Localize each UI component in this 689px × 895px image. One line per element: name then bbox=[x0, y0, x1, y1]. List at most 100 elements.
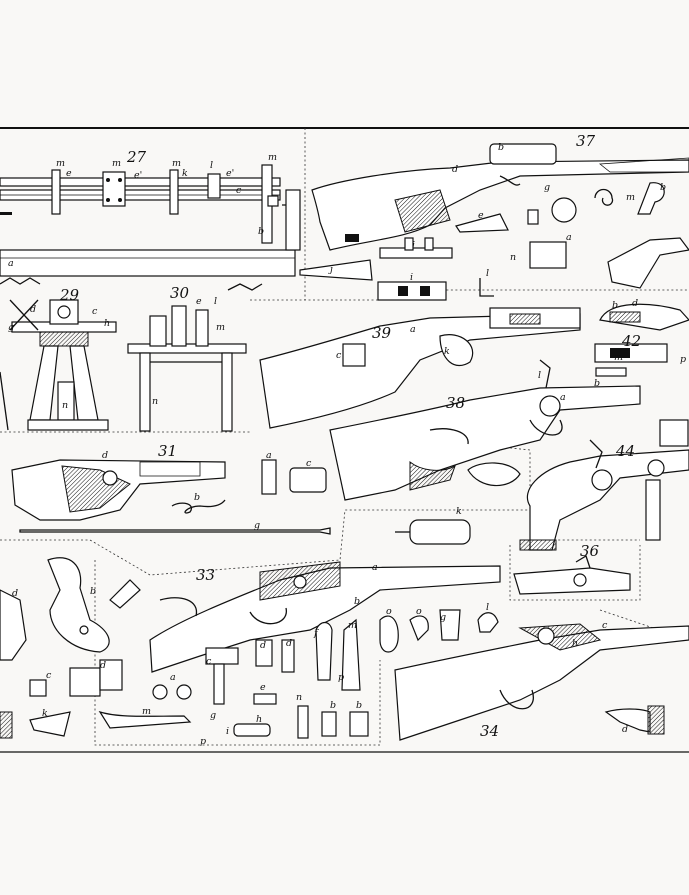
figure-label-31: 31 bbox=[158, 442, 177, 460]
part-letter-n: n bbox=[296, 692, 302, 703]
part-letter-c: c bbox=[602, 620, 608, 631]
part-letter-g: g bbox=[210, 710, 216, 721]
part-letter-b: b bbox=[498, 142, 504, 153]
part-letter-n: n bbox=[152, 396, 158, 407]
part-letter-c: c bbox=[92, 306, 98, 317]
part-letter-d: d bbox=[632, 298, 638, 309]
part-letter-i: i bbox=[410, 272, 413, 283]
part-letter-m: m bbox=[626, 192, 635, 203]
part-letter-b: b bbox=[194, 492, 200, 503]
part-letter-a: a bbox=[372, 562, 378, 573]
part-letter-p: p bbox=[338, 672, 344, 683]
figure-label-38: 38 bbox=[446, 394, 465, 412]
figure-42-lock-parts bbox=[594, 303, 689, 447]
part-letter-i: i bbox=[226, 726, 229, 737]
part-letter-h: h bbox=[104, 318, 110, 329]
part-letter-m: m bbox=[216, 322, 225, 333]
figure-label-27: 27 bbox=[126, 148, 147, 166]
part-letter-k: k bbox=[42, 708, 48, 719]
part-letter-d: d bbox=[260, 640, 266, 651]
part-letter-m: m bbox=[112, 158, 121, 169]
figure-label-39: 39 bbox=[372, 324, 392, 342]
figure-label-42: 42 bbox=[621, 332, 641, 350]
part-letter-n: n bbox=[62, 400, 68, 411]
part-letter-c: c bbox=[306, 458, 312, 469]
part-letter-c: c bbox=[336, 350, 342, 361]
figure-label-44: 44 bbox=[615, 442, 635, 460]
part-letter-b: b bbox=[258, 226, 264, 237]
part-letter-l: l bbox=[214, 296, 217, 307]
figure-27-rifling-bench bbox=[0, 164, 373, 291]
figure-39-musket bbox=[259, 307, 581, 429]
figure-31-lock-plate bbox=[11, 459, 331, 535]
mid-bottom-parts bbox=[152, 609, 499, 739]
part-letter-c: c bbox=[206, 656, 212, 667]
figure-34-musket bbox=[394, 623, 689, 741]
part-letter-o: o bbox=[416, 606, 422, 617]
figure-label-37: 37 bbox=[576, 132, 596, 150]
figure-label-29: 29 bbox=[59, 286, 80, 304]
part-letter-l: l bbox=[538, 370, 541, 381]
part-letter-o: o bbox=[386, 606, 392, 617]
part-letter-c: c bbox=[46, 670, 52, 681]
part-letter-m: m bbox=[172, 158, 181, 169]
part-letter-a: a bbox=[410, 324, 416, 335]
part-letter-m: m bbox=[56, 158, 65, 169]
part-letter-m: m bbox=[614, 352, 623, 363]
part-letter-g: g bbox=[440, 612, 446, 623]
part-letter-m: m bbox=[268, 152, 277, 163]
part-letter-h: h bbox=[256, 714, 262, 725]
part-letter-a: a bbox=[560, 392, 566, 403]
part-letter-j: j bbox=[328, 264, 333, 275]
part-letter-d: d bbox=[30, 304, 36, 315]
part-letters: m m m m e e' e' l k c b a j b d g m b e … bbox=[8, 142, 686, 747]
part-letter-d: d bbox=[100, 660, 106, 671]
figure-label-34: 34 bbox=[480, 722, 499, 740]
part-letter-k: k bbox=[456, 506, 462, 517]
part-letter-d: d bbox=[452, 164, 458, 175]
part-letter-m: m bbox=[142, 706, 151, 717]
part-letter-g: g bbox=[8, 322, 14, 333]
figure-37-long-gun bbox=[311, 143, 689, 289]
part-letter-n: n bbox=[510, 252, 516, 263]
figure-36-lock bbox=[513, 555, 631, 595]
part-letter-k: k bbox=[444, 346, 450, 357]
figure-44-pistol bbox=[519, 439, 689, 551]
part-letter-b: b bbox=[354, 596, 360, 607]
figure-29-stand bbox=[0, 299, 117, 431]
figure-33-musket bbox=[149, 561, 501, 673]
part-letter-g: g bbox=[254, 520, 260, 531]
part-letter-g: g bbox=[544, 182, 550, 193]
figure-label-36: 36 bbox=[580, 542, 600, 560]
part-letter-m: m bbox=[348, 620, 357, 631]
part-letter-e: e bbox=[196, 296, 202, 307]
part-letter-b: b bbox=[612, 300, 618, 311]
figure-label-33: 33 bbox=[196, 566, 215, 584]
part-letter-d: d bbox=[102, 450, 108, 461]
part-letter-e: e bbox=[478, 210, 484, 221]
part-letter-d: d bbox=[622, 724, 628, 735]
part-letter-p: p bbox=[680, 354, 686, 365]
part-letter-e-prime: e' bbox=[226, 168, 234, 179]
part-letter-h: h bbox=[572, 638, 578, 649]
part-letter-d: d bbox=[286, 638, 292, 649]
part-letter-d: d bbox=[12, 588, 18, 599]
part-letter-b: b bbox=[90, 586, 96, 597]
part-letter-b: b bbox=[660, 182, 666, 193]
part-letter-b: b bbox=[330, 700, 336, 711]
part-letter-a: a bbox=[170, 672, 176, 683]
part-letter-a: a bbox=[566, 232, 572, 243]
part-letter-e: e bbox=[260, 682, 266, 693]
small-parts-k bbox=[395, 462, 521, 545]
part-letter-b: b bbox=[594, 378, 600, 389]
part-letter-p: p bbox=[200, 736, 206, 747]
part-letter-l: l bbox=[486, 268, 489, 279]
part-letter-a: a bbox=[266, 450, 272, 461]
part-letter-e-prime: e' bbox=[134, 170, 142, 181]
figure-numbers: 27 29 30 31 33 34 36 37 38 39 42 44 bbox=[59, 132, 641, 740]
left-lock-parts bbox=[0, 557, 192, 739]
part-letter-c: c bbox=[236, 185, 242, 196]
part-letter-b: b bbox=[356, 700, 362, 711]
